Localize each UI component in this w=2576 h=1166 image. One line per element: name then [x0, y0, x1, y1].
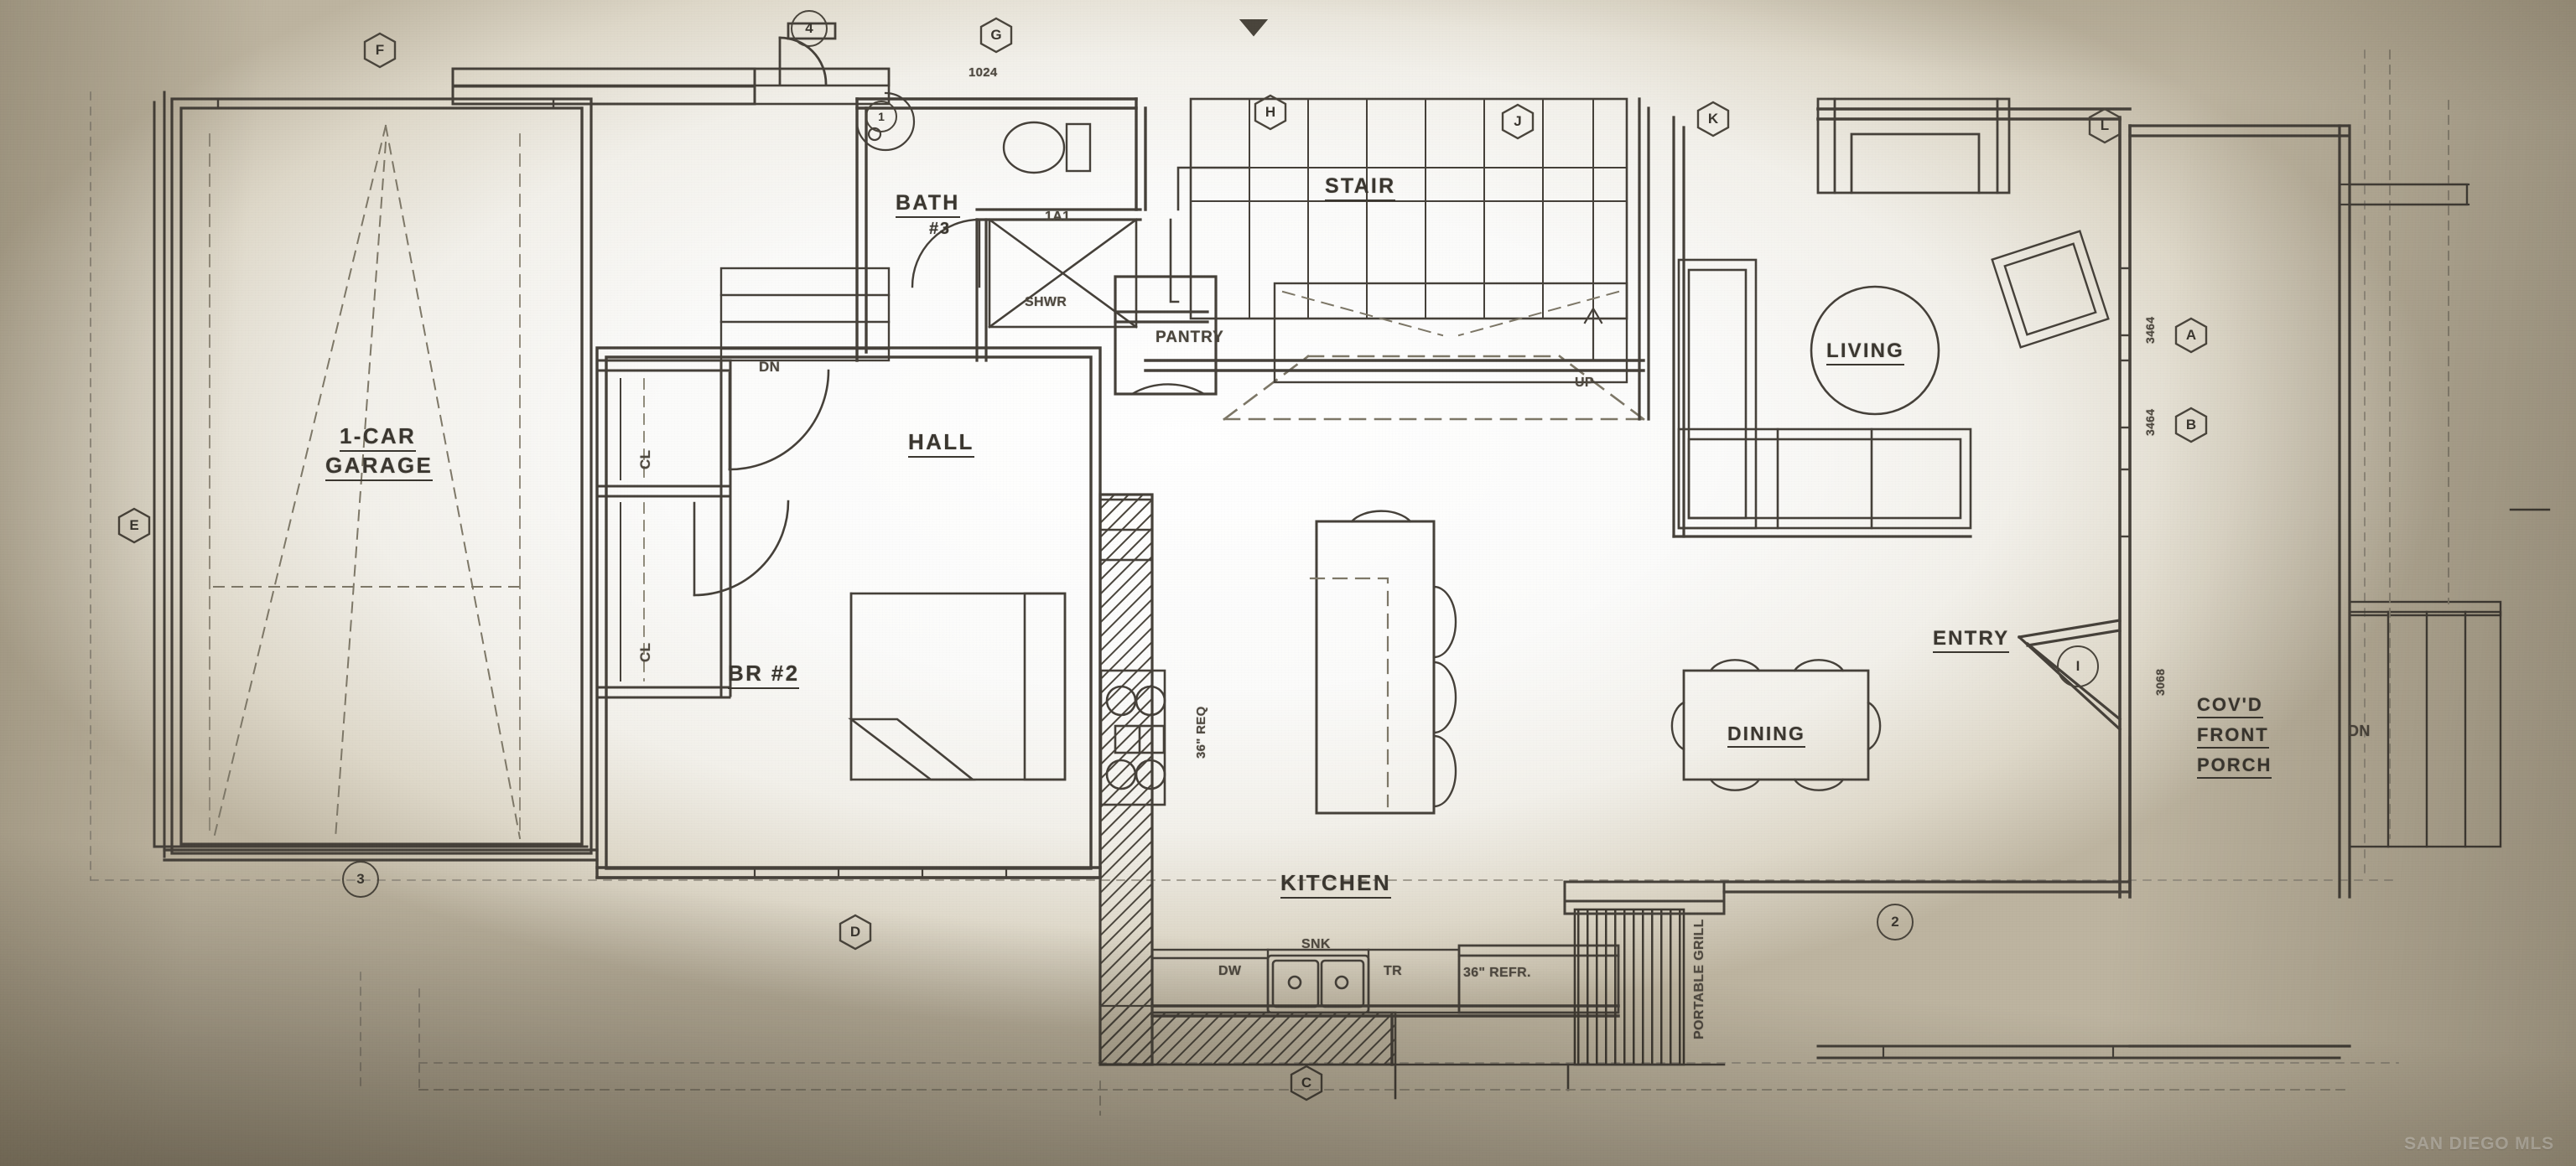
closet-label-upper: CL — [637, 449, 653, 469]
trash-label: TR — [1384, 964, 1402, 978]
grid-bubble-F[interactable]: F — [363, 32, 397, 69]
grid-bubble-K-label: K — [1707, 111, 1719, 127]
grid-bubble-2-label: 2 — [1891, 914, 1899, 930]
shower-label: SHWR — [1025, 295, 1067, 309]
grid-bubble-A[interactable]: A — [2174, 317, 2208, 354]
grid-bubble-D[interactable]: D — [839, 914, 872, 951]
entry-door-size-label: 3068 — [2153, 668, 2167, 696]
closet-label-lower: CL — [637, 642, 653, 662]
stairs-down-label: DN — [759, 359, 781, 375]
room-label-dining: DINING — [1727, 723, 1805, 748]
porch-down-label: DN — [2348, 723, 2371, 739]
cooktop-dimension-note: 36" REQ — [1194, 706, 1208, 759]
portable-grill-label: PORTABLE GRILL — [1692, 919, 1706, 1039]
room-label-pantry: PANTRY — [1156, 329, 1224, 346]
grid-bubble-K[interactable]: K — [1696, 101, 1730, 137]
grid-bubble-D-label: D — [849, 924, 861, 940]
grid-bubble-1[interactable]: 1 — [865, 101, 897, 132]
grid-bubble-I-label: I — [2075, 658, 2080, 674]
grid-bubble-4[interactable]: 4 — [791, 10, 828, 47]
grid-bubble-J[interactable]: J — [1501, 103, 1535, 140]
refrigerator-label: 36" REFR. — [1463, 966, 1531, 980]
room-label-kitchen: KITCHEN — [1280, 870, 1391, 899]
grid-bubble-A-label: A — [2185, 327, 2197, 343]
grid-bubble-3-label: 3 — [356, 871, 365, 887]
grid-bubble-G[interactable]: G — [979, 17, 1013, 54]
room-label-entry: ENTRY — [1933, 627, 2010, 653]
room-label-porch-line3: PORCH — [2197, 754, 2272, 779]
grid-bubble-J-label: J — [1514, 113, 1522, 129]
grid-bubble-B-label: B — [2185, 417, 2197, 433]
room-label-stair: STAIR — [1325, 174, 1396, 201]
grid-bubble-C[interactable]: C — [1290, 1065, 1323, 1101]
grid-bubble-F-label: F — [375, 42, 385, 58]
grid-bubble-I[interactable]: I — [2057, 645, 2099, 687]
shower-tag-label: 1A1 — [1045, 210, 1071, 224]
grid-bubble-C-label: C — [1301, 1075, 1312, 1091]
window-b-size-label: 3464 — [2143, 408, 2157, 436]
room-label-garage-line2: GARAGE — [325, 453, 434, 481]
sink-label: SNK — [1301, 937, 1331, 951]
room-label-hall: HALL — [908, 429, 974, 458]
grid-bubble-4-label: 4 — [805, 20, 813, 36]
top-dimension-note: 1024 — [969, 65, 998, 80]
grid-bubble-L[interactable]: L — [2088, 107, 2122, 144]
grid-bubble-1-label: 1 — [878, 110, 885, 123]
room-label-garage-line1: 1-CAR — [340, 423, 417, 452]
room-label-bedroom-2: BR #2 — [728, 661, 800, 689]
grid-bubble-H[interactable]: H — [1254, 94, 1287, 131]
room-label-living: LIVING — [1826, 339, 1904, 365]
room-label-bath: BATH — [896, 191, 960, 218]
grid-bubble-E[interactable]: E — [117, 507, 151, 544]
room-label-porch-line1: COV'D — [2197, 694, 2263, 718]
dishwasher-label: DW — [1218, 964, 1242, 978]
grid-bubble-H-label: H — [1265, 104, 1276, 120]
room-label-porch-line2: FRONT — [2197, 724, 2269, 749]
window-a-size-label: 3464 — [2143, 316, 2157, 344]
grid-bubble-L-label: L — [2100, 117, 2110, 133]
grid-bubble-G-label: G — [990, 27, 1002, 43]
mls-watermark: SAN DIEGO MLS — [2404, 1134, 2554, 1153]
grid-bubble-B[interactable]: B — [2174, 407, 2208, 443]
grid-bubble-3[interactable]: 3 — [342, 861, 379, 898]
grid-bubble-2[interactable]: 2 — [1877, 904, 1914, 941]
grid-bubble-E-label: E — [129, 517, 139, 533]
stairs-up-label: UP — [1575, 376, 1594, 390]
room-label-bath-number: #3 — [929, 220, 951, 238]
